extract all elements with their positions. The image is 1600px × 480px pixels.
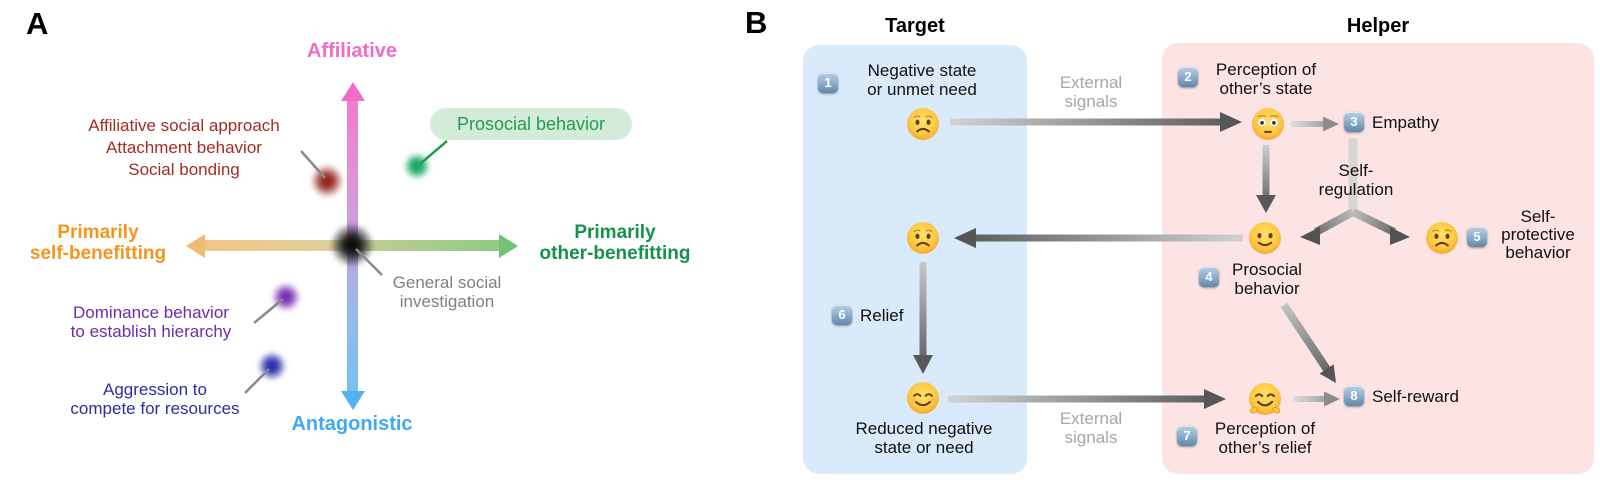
text-line: investigation [399, 292, 495, 311]
prosocial-blob [403, 152, 431, 180]
text-line: Perception of [1214, 419, 1316, 438]
text-line: External [1059, 73, 1123, 92]
step-3-badge: 3 [1344, 112, 1364, 132]
external-signals-bottom-label: External signals [1043, 409, 1139, 447]
axis-label-self-benefitting: Primarily self-benefitting [8, 222, 188, 264]
step-3-text: Empathy [1372, 113, 1440, 132]
annotation-dominance: Dominance behavior to establish hierarch… [48, 303, 254, 341]
step-1-badge: 1 [818, 73, 838, 93]
text-line: External [1059, 409, 1123, 428]
external-signals-top-label: External signals [1043, 73, 1139, 111]
axis-label-antagonistic: Antagonistic [291, 413, 413, 435]
step-4-text: Prosocial behavior [1221, 260, 1313, 298]
text-line: Negative state [867, 61, 977, 80]
step-1-text: Negative state or unmet need [842, 61, 1002, 99]
panel-b-label: B [745, 5, 768, 40]
worried-face-emoji-icon [906, 107, 940, 141]
step-8-text: Self-reward [1372, 387, 1459, 406]
hugging-face-emoji-icon [1247, 381, 1283, 417]
axis-arrowhead-up-icon [341, 82, 365, 101]
text-line: Social bonding [128, 160, 240, 179]
step-4-badge: 4 [1199, 267, 1219, 287]
text-line: to establish hierarchy [70, 322, 232, 341]
text-line: Self- [1338, 161, 1374, 180]
text-line: protective [1501, 225, 1575, 244]
step-5-badge: 5 [1467, 227, 1487, 247]
step-8-badge: 8 [1344, 386, 1364, 406]
dominance-blob [271, 282, 301, 312]
text-line: Attachment behavior [106, 138, 262, 157]
text-line: behavior [1505, 243, 1571, 262]
text-line: other’s relief [1218, 438, 1312, 457]
center-blob [330, 223, 374, 267]
step-6-text: Relief [860, 306, 904, 325]
panel-a-label: A [26, 6, 49, 41]
reduced-state-label: Reduced negative state or need [838, 419, 1010, 457]
text-line: signals [1064, 428, 1118, 447]
axis-label-other-benefitting: Primarily other-benefitting [520, 222, 710, 264]
text-line: self-benefitting [29, 243, 167, 264]
text-line: Self- [1520, 207, 1556, 226]
text-line: Aggression to [103, 380, 207, 399]
step-6-badge: 6 [832, 305, 852, 325]
text-line: state or need [874, 438, 974, 457]
worried-face-emoji-icon [1425, 221, 1459, 255]
text-line: Prosocial [1232, 260, 1302, 279]
text-line: Affiliative social approach [88, 116, 280, 135]
worried-face-emoji-icon [906, 221, 940, 255]
text-line: other-benefitting [539, 243, 691, 264]
text-line: signals [1064, 92, 1118, 111]
helper-column-header: Helper [1346, 15, 1410, 37]
text-line: other’s state [1219, 79, 1313, 98]
text-line: General social [392, 273, 502, 292]
affiliative-cluster-blob [310, 164, 344, 198]
annotation-aggression: Aggression to compete for resources [45, 380, 265, 418]
aggression-blob [257, 351, 287, 381]
annotation-prosocial-pill: Prosocial behavior [430, 108, 632, 140]
flushed-face-emoji-icon [1251, 107, 1285, 141]
text-line: or unmet need [867, 80, 977, 99]
annotation-general-social: General social investigation [374, 273, 520, 311]
text-line: behavior [1234, 279, 1300, 298]
text-line: compete for resources [70, 399, 240, 418]
step-7-text: Perception of other’s relief [1200, 419, 1330, 457]
text-line: regulation [1318, 180, 1394, 199]
self-regulation-label: Self- regulation [1300, 161, 1412, 199]
text-line: Perception of [1215, 60, 1317, 79]
text-line: Reduced negative [855, 419, 993, 438]
text-line: Dominance behavior [73, 303, 229, 322]
text-line: Primarily [574, 222, 656, 243]
axis-label-affiliative: Affiliative [306, 40, 398, 62]
text-line: Primarily [57, 222, 139, 243]
step-5-text: Self- protective behavior [1488, 208, 1588, 262]
step-2-badge: 2 [1178, 67, 1198, 87]
step-7-badge: 7 [1177, 426, 1197, 446]
step-2-text: Perception of other’s state [1202, 60, 1330, 98]
smiling-face-emoji-icon [906, 381, 940, 415]
axis-arrowhead-right-icon [499, 234, 518, 258]
axis-arrowhead-left-icon [186, 234, 205, 258]
slightly-smiling-face-emoji-icon [1248, 221, 1282, 255]
annotation-affiliative-cluster: Affiliative social approach Attachment b… [58, 115, 310, 181]
axis-arrowhead-down-icon [341, 391, 365, 410]
target-column-header: Target [885, 15, 945, 37]
